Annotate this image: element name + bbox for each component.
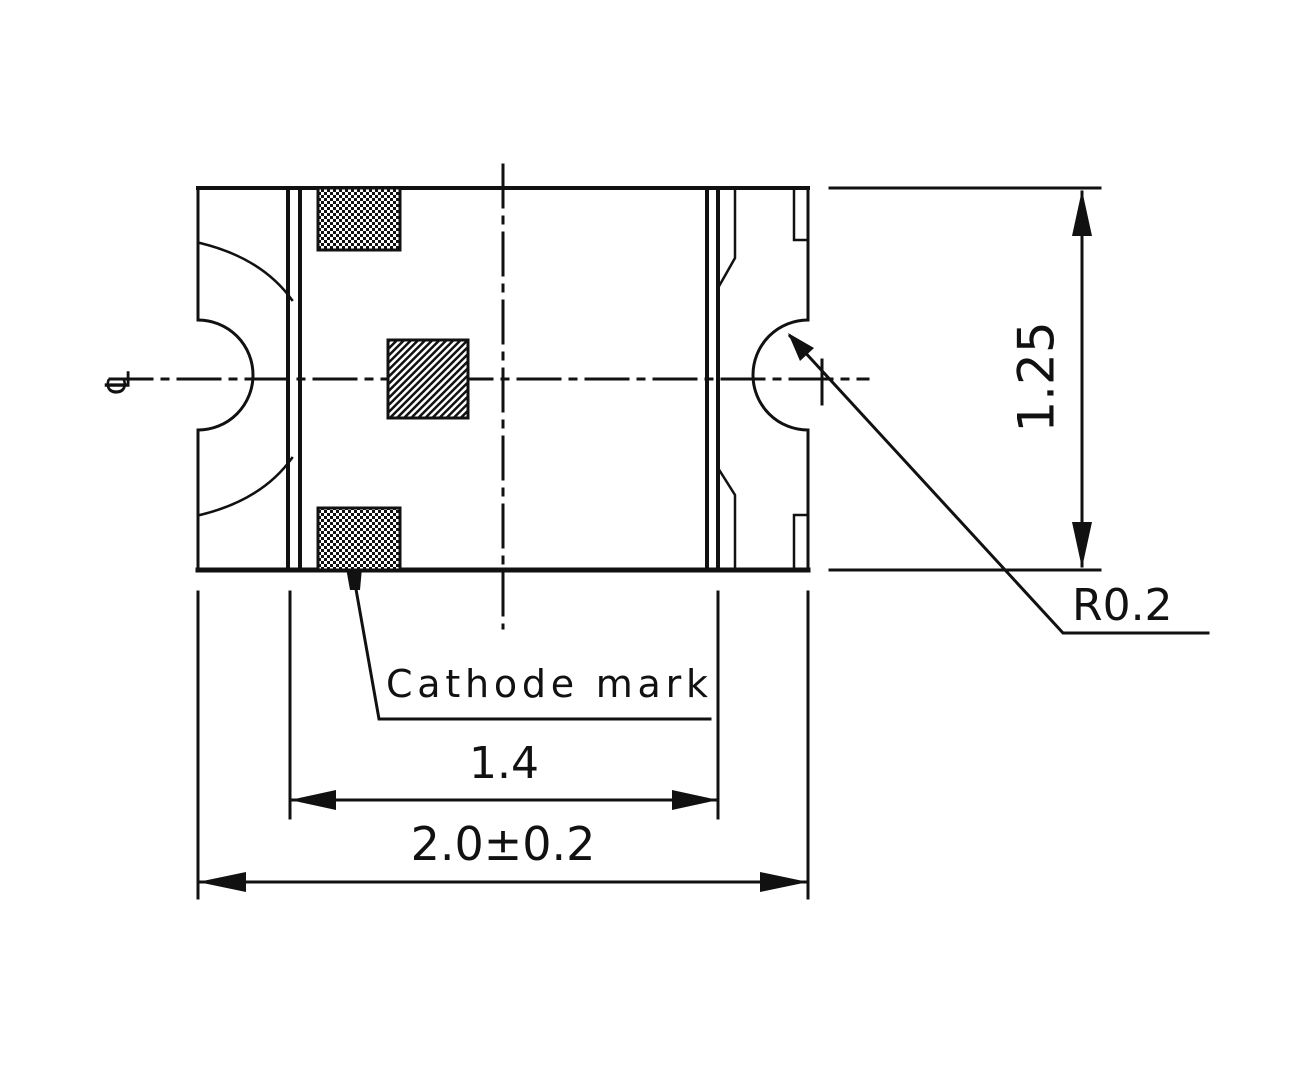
left-terminal-arcs: [198, 241, 294, 517]
right-terminal-profile: [716, 186, 737, 572]
inner-width-arrow-left: [290, 790, 336, 810]
cathode-mark-label: Cathode mark: [386, 662, 708, 706]
cathode-leader-dot: [346, 568, 362, 590]
bond-pad-top: [316, 186, 402, 252]
cathode-leader-line: [352, 576, 712, 721]
centerline-symbol: ℄: [99, 371, 139, 394]
right-terminal-step-top: [792, 186, 810, 242]
led-die: [386, 338, 470, 420]
inner-width-arrow-right: [672, 790, 718, 810]
overall-width-arrow-right: [760, 872, 808, 892]
overall-width-label: 2.0±0.2: [411, 817, 596, 871]
pads: [316, 186, 470, 572]
height-arrow-bottom: [1072, 522, 1092, 568]
overall-width-arrow-left: [198, 872, 246, 892]
radius-label: R0.2: [1072, 580, 1173, 631]
inner-width-label: 1.4: [469, 738, 539, 789]
height-arrow-top: [1072, 190, 1092, 236]
radius-arrow: [788, 333, 814, 361]
radius-leader-line: [787, 333, 1210, 635]
height-dimension-label: 1.25: [1008, 321, 1066, 432]
bond-pad-bottom: [316, 506, 402, 572]
dimension-arrowheads: [198, 190, 1092, 892]
extension-lines: [196, 186, 1102, 900]
right-terminal-step-bottom: [792, 513, 810, 572]
